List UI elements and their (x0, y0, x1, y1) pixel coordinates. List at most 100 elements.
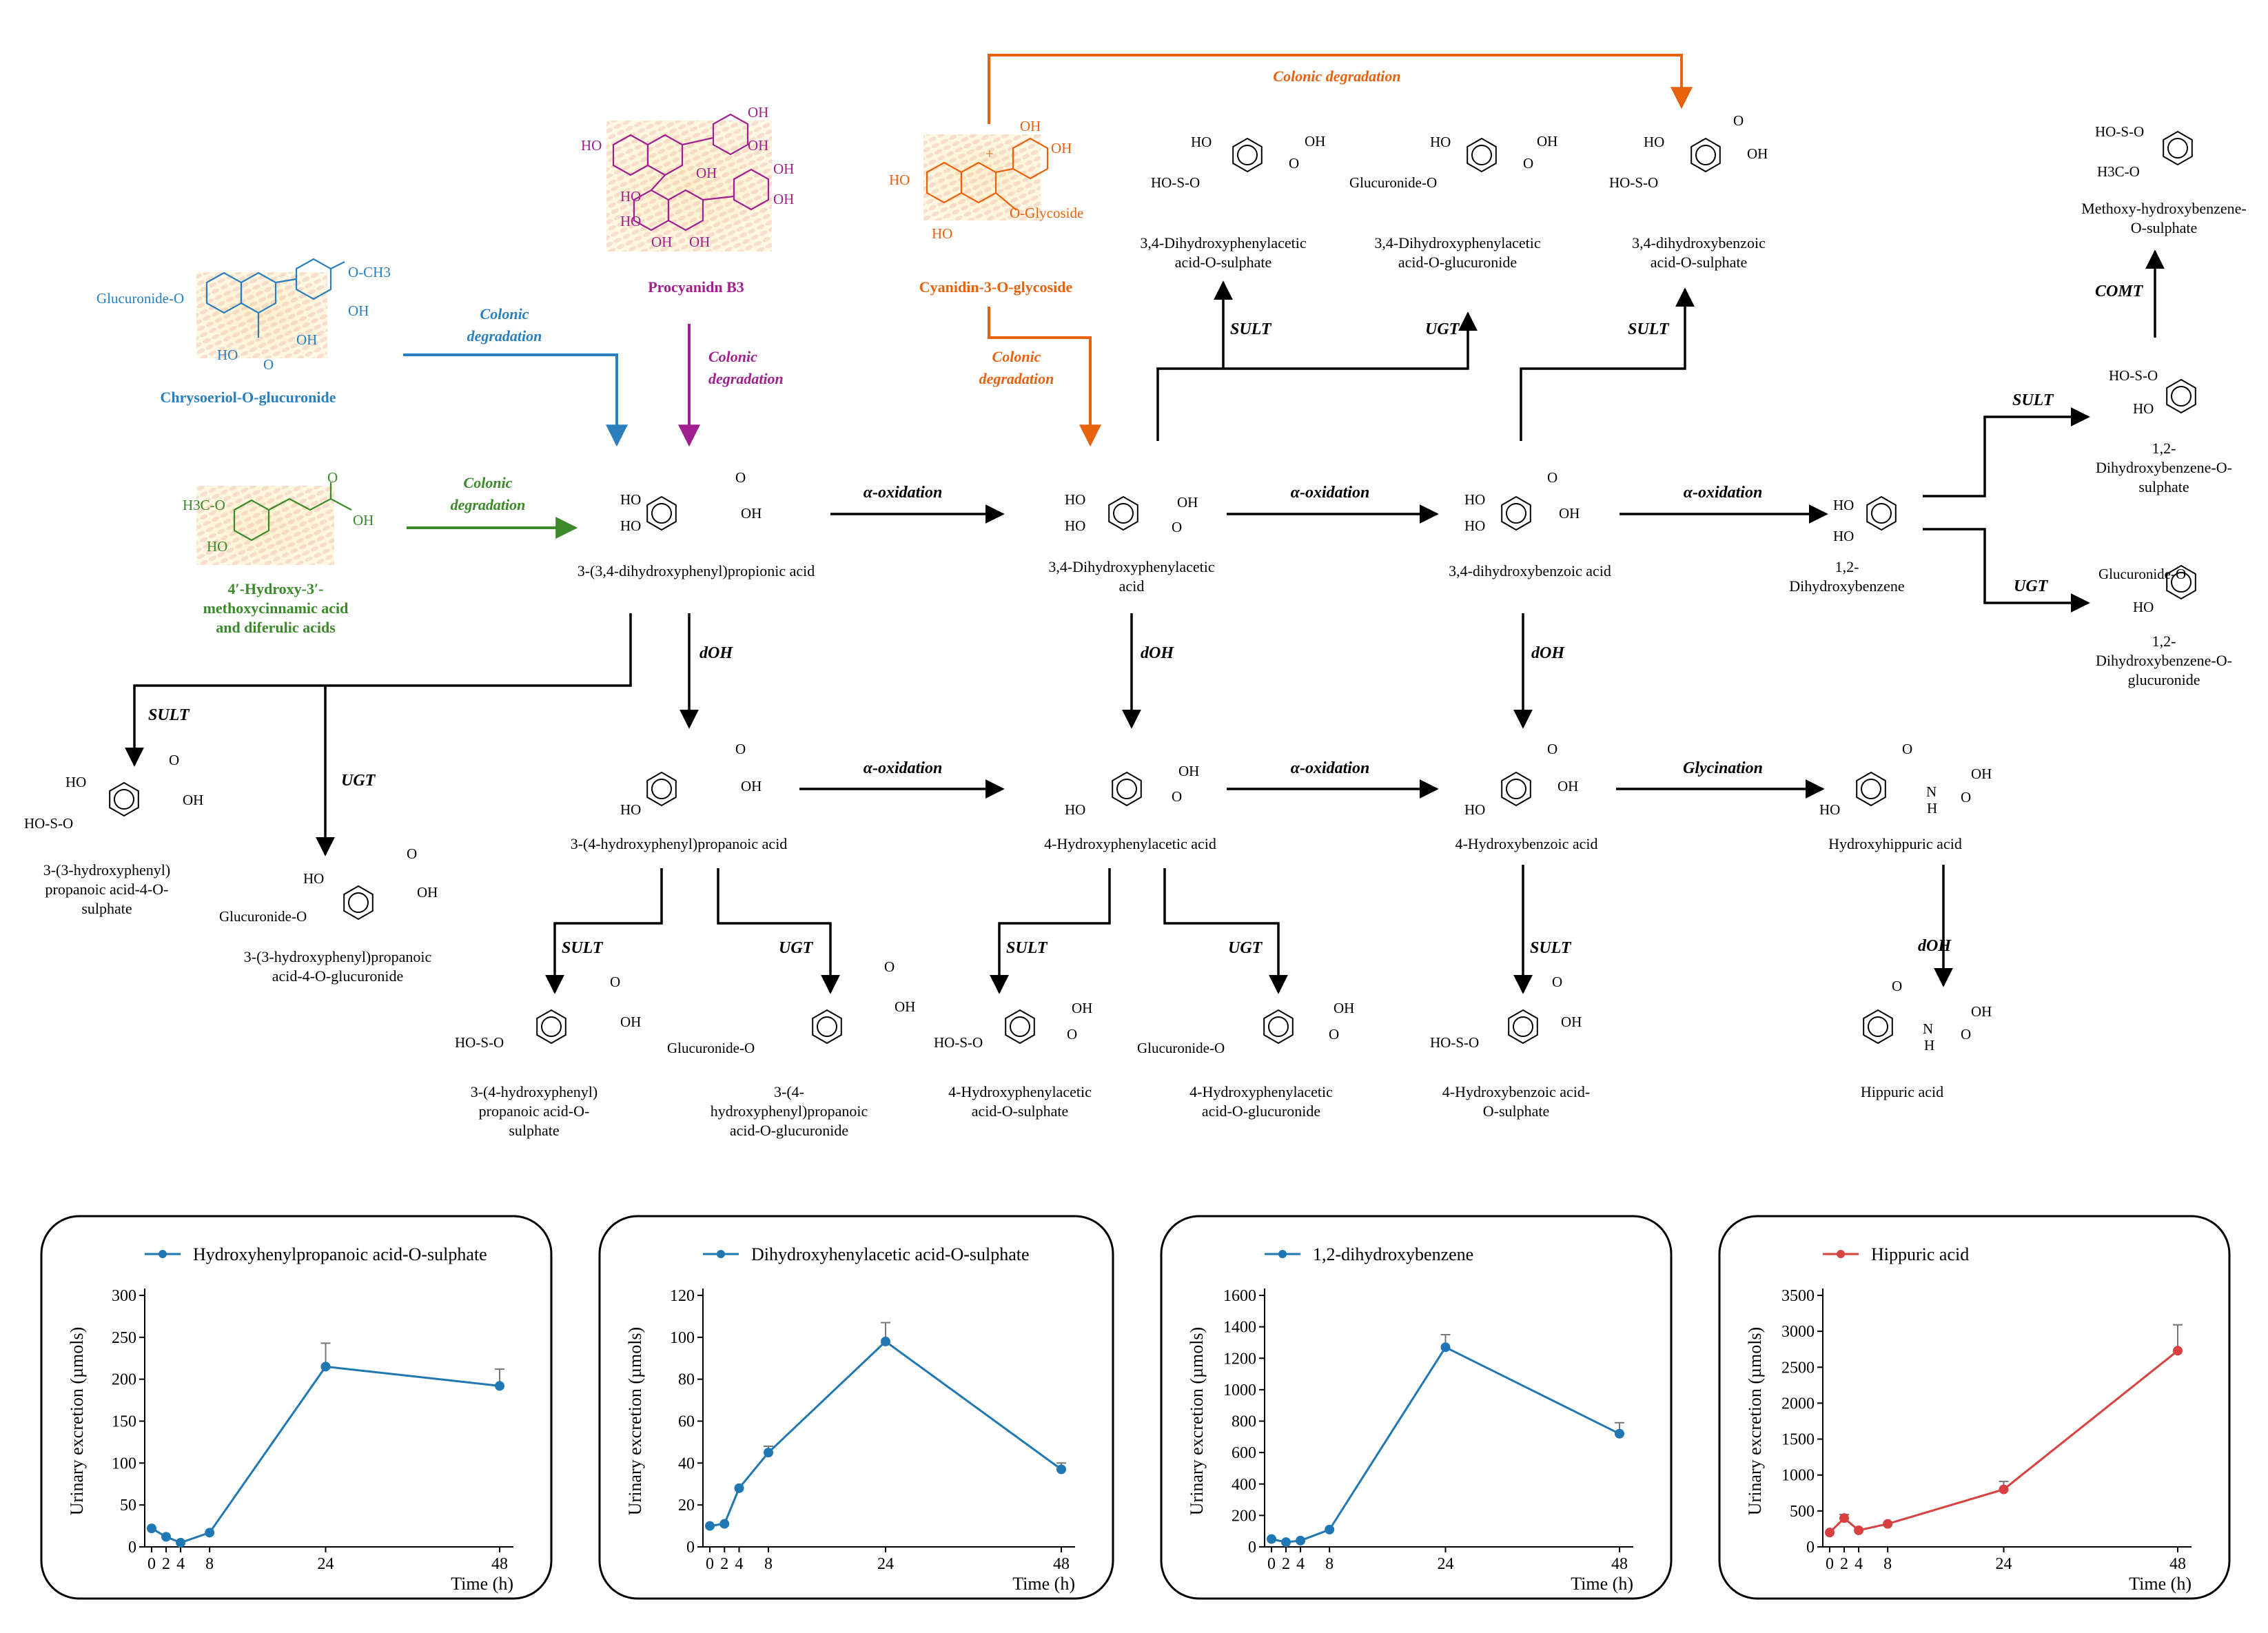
sult-label-1: SULT (148, 706, 190, 724)
benzene-ring (812, 1009, 842, 1045)
sult-label-7: SULT (1530, 939, 1572, 957)
atom-label: HO-S-O (455, 1034, 504, 1051)
legend-label: Hydroxyhenylpropanoic acid-O-sulphate (193, 1244, 487, 1264)
colonic-label-blue-2: degradation (467, 327, 542, 345)
x-tick-label: 2 (162, 1555, 170, 1573)
alpha-oxidation-2: α-oxidation (1291, 484, 1370, 502)
atom-label: O (1902, 741, 1912, 757)
hydroxycinnamic-oh: OH (353, 512, 374, 528)
procyanidin-ho-2: HO (620, 188, 641, 205)
glycination-label: Glycination (1683, 759, 1763, 777)
aromatic-circle (2171, 572, 2192, 593)
x-tick-label: 0 (706, 1555, 714, 1573)
alpha-oxidation-4: α-oxidation (864, 759, 943, 777)
atom-label: OH (1305, 133, 1325, 150)
atom-label: HO (2133, 599, 2154, 615)
arrow-chrysoeriol-colonic (403, 353, 628, 447)
benzene-ring (1856, 771, 1886, 807)
compound-captions: 3-(3,4-dihydroxyphenyl)propionic acid 3,… (43, 200, 2247, 1139)
atom-label: O (1067, 1026, 1077, 1043)
atom-label: Glucuronide-O (1349, 174, 1437, 191)
caption-dhpaa-2: acid (1119, 577, 1145, 595)
benzene-ring (1866, 495, 1897, 531)
y-tick-label: 200 (112, 1371, 136, 1389)
atom-label: OH (1178, 763, 1199, 779)
sult-label-5: SULT (562, 939, 604, 957)
caption-hppa-s-1: 3-(4-hydroxyphenyl) (471, 1083, 598, 1100)
x-tick-label: 8 (1883, 1555, 1892, 1573)
caption-dhpaa-g-1: 3,4-Dihydroxyphenylacetic (1374, 234, 1541, 251)
aromatic-circle (651, 779, 672, 799)
alpha-oxidation-3: α-oxidation (1684, 484, 1763, 502)
data-point (1281, 1537, 1291, 1548)
atom-label: HO (1644, 134, 1664, 150)
caption-hppa-s-3: sulphate (509, 1122, 559, 1139)
chrysoeriol-sub1: Glucuronide-O (96, 290, 184, 307)
caption-hppa-s-2: propanoic acid-O- (479, 1102, 590, 1120)
procyanidin-oh-3: OH (773, 161, 794, 177)
y-tick-label: 3500 (1781, 1287, 1815, 1305)
x-axis-label: Time (h) (1571, 1574, 1633, 1594)
atom-label: Glucuronide-O (667, 1040, 755, 1056)
y-tick-label: 1600 (1223, 1287, 1256, 1305)
y-tick-label: 400 (1232, 1476, 1256, 1494)
atom-label: OH (1334, 1000, 1354, 1016)
atom-label: HO-S-O (1609, 174, 1658, 191)
benzene-ring (1263, 1009, 1294, 1045)
caption-dhb-s-2: Dihydroxybenzene-O- (2096, 459, 2232, 476)
y-tick-label: 120 (670, 1287, 695, 1305)
data-point (734, 1483, 744, 1493)
y-axis-label: Urinary excretion (µmols) (1187, 1327, 1207, 1515)
benzene-ring (646, 495, 677, 531)
caption-hpp-s3-2: propanoic acid-4-O- (45, 881, 169, 898)
benzene-ring (1690, 137, 1721, 173)
y-tick-label: 40 (678, 1455, 695, 1472)
alpha-oxidation-5: α-oxidation (1291, 759, 1370, 777)
chrysoeriol-structure (196, 258, 345, 358)
data-point (1883, 1519, 1893, 1529)
data-point (1825, 1528, 1835, 1538)
sult-label-2: SULT (1230, 320, 1272, 338)
x-tick-label: 8 (764, 1555, 773, 1573)
atom-label: HO (1464, 801, 1485, 818)
x-tick-label: 4 (176, 1555, 185, 1573)
series-line (1828, 1350, 2178, 1534)
procyanidin-oh-1: OH (748, 104, 768, 121)
atom-label: HO-S-O (1151, 174, 1200, 191)
aromatic-circle (817, 1016, 837, 1037)
data-point (1854, 1526, 1864, 1536)
y-tick-label: 0 (128, 1539, 136, 1557)
y-tick-label: 200 (1232, 1507, 1256, 1525)
series-line (1271, 1346, 1620, 1543)
caption-hpaa-s-2: acid-O-sulphate (972, 1102, 1069, 1120)
hydroxycinnamic-o: O (327, 469, 338, 486)
caption-hpaa: 4-Hydroxyphenylacetic acid (1044, 835, 1216, 852)
atom-label: O (169, 752, 179, 768)
x-tick-label: 0 (147, 1555, 156, 1573)
atom-label: OH (620, 1014, 641, 1030)
colonic-label-blue-1: Colonic (480, 305, 529, 322)
caption-mhb-s-2: O-sulphate (2131, 219, 2198, 236)
comt-label: COMT (2095, 283, 2144, 300)
caption-hpp-g3-2: acid-4-O-glucuronide (272, 967, 404, 985)
x-tick-label: 24 (1438, 1555, 1454, 1573)
caption-dhba: 3,4-dihydroxybenzoic acid (1449, 562, 1611, 579)
benzene-ring (1501, 771, 1531, 807)
series-line (709, 1339, 1062, 1528)
aromatic-circle (1695, 145, 1716, 165)
caption-hppa-g-3: acid-O-glucuronide (730, 1122, 848, 1139)
chart-frame (598, 1215, 1114, 1600)
atom-label: HO-S-O (2109, 367, 2158, 384)
benzene-ring (2166, 564, 2196, 600)
benzene-ring (646, 771, 677, 807)
x-tick-label: 4 (735, 1555, 744, 1573)
chart-frame (1718, 1215, 2231, 1600)
data-point (2173, 1346, 2183, 1356)
atom-label: HO-S-O (1430, 1034, 1479, 1051)
y-tick-label: 0 (686, 1539, 695, 1557)
data-point (1296, 1535, 1306, 1545)
chrysoeriol-sub4: HO (217, 347, 238, 363)
atom-label: HO (1065, 517, 1085, 534)
benzene-ring (2163, 130, 2193, 166)
atom-label: Glucuronide-O (219, 908, 307, 925)
